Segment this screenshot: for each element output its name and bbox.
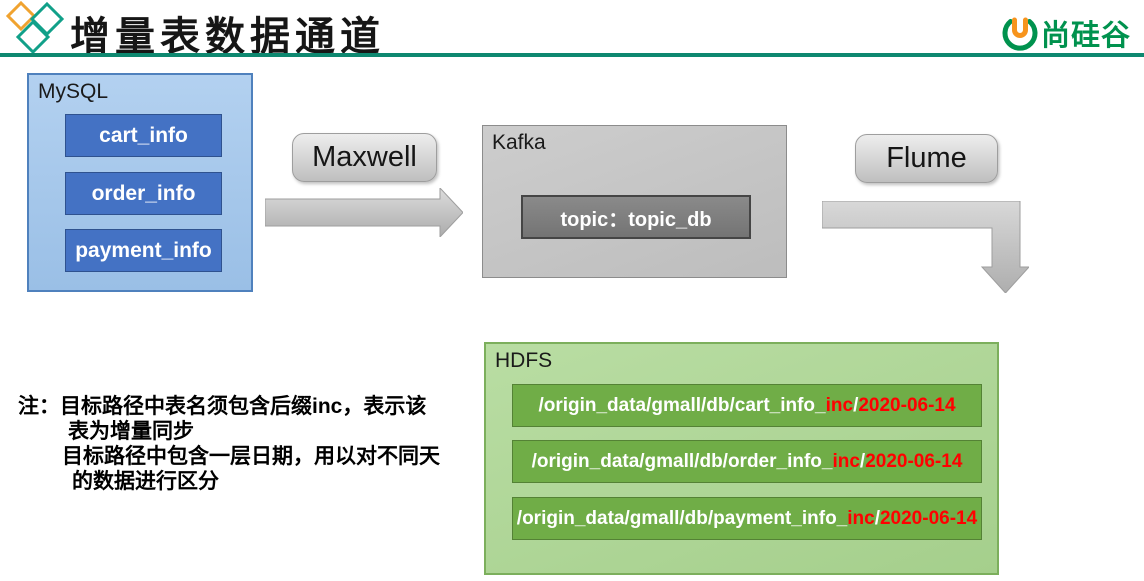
path-date: 2020-06-14: [879, 507, 978, 529]
note-block: 注：目标路径中表名须包含后缀inc，表示该 表为增量同步 目标路径中包含一层日期…: [18, 394, 440, 494]
kafka-box: Kafka topic：topic_db: [482, 125, 787, 278]
hdfs-path-payment-info: /origin_data/gmall/db/payment_info_inc/2…: [512, 497, 982, 540]
path-prefix: /origin_data/gmall/db/cart_info_: [538, 394, 826, 416]
arrow-right-icon: [265, 188, 463, 237]
hdfs-label: HDFS: [495, 349, 553, 372]
mysql-label: MySQL: [38, 80, 109, 103]
path-prefix: /origin_data/gmall/db/order_info_: [531, 450, 833, 472]
path-inc-suffix: inc: [832, 450, 860, 472]
path-inc-suffix: inc: [825, 394, 854, 416]
note-line: 的数据进行区分: [72, 470, 219, 493]
mysql-table-payment-info: payment_info: [65, 229, 222, 272]
maxwell-label: Maxwell: [312, 141, 417, 173]
kafka-topic-box: topic：topic_db: [521, 195, 751, 239]
brand-logo: 尚硅谷: [1002, 12, 1131, 54]
hdfs-path-cart-info: /origin_data/gmall/db/cart_info_inc/2020…: [512, 384, 982, 427]
hdfs-box: HDFS /origin_data/gmall/db/cart_info_inc…: [484, 342, 999, 575]
brand-name: 尚硅谷: [1041, 20, 1132, 52]
kafka-label: Kafka: [492, 131, 546, 154]
path-slash: /: [853, 394, 859, 416]
note-line: 注：目标路径中表名须包含后缀inc，表示该: [18, 395, 427, 418]
mysql-table-cart-info: cart_info: [65, 114, 222, 157]
flume-node: Flume: [855, 134, 998, 183]
maxwell-node: Maxwell: [292, 133, 437, 182]
hdfs-path-order-info: /origin_data/gmall/db/order_info_inc/202…: [512, 440, 982, 483]
arrow-bent-down-icon: [822, 201, 1029, 293]
mysql-box: MySQL cart_info order_info payment_info: [27, 73, 253, 292]
path-slash: /: [874, 507, 880, 529]
path-date: 2020-06-14: [858, 394, 956, 416]
note-line: 目标路径中包含一层日期，用以对不同天: [62, 445, 440, 468]
path-inc-suffix: inc: [847, 507, 875, 529]
page-title: 增量表数据通道: [70, 15, 385, 59]
flume-label: Flume: [886, 142, 967, 174]
note-line: 表为增量同步: [68, 420, 194, 443]
title-diamonds-icon: [5, 0, 65, 55]
mysql-table-order-info: order_info: [65, 172, 222, 215]
path-slash: /: [859, 450, 866, 472]
path-prefix: /origin_data/gmall/db/payment_info_: [516, 507, 848, 529]
brand-u-icon: [1002, 17, 1038, 51]
kafka-topic-label: topic：topic_db: [560, 208, 712, 231]
header-divider: [0, 53, 1144, 57]
path-date: 2020-06-14: [865, 450, 963, 472]
